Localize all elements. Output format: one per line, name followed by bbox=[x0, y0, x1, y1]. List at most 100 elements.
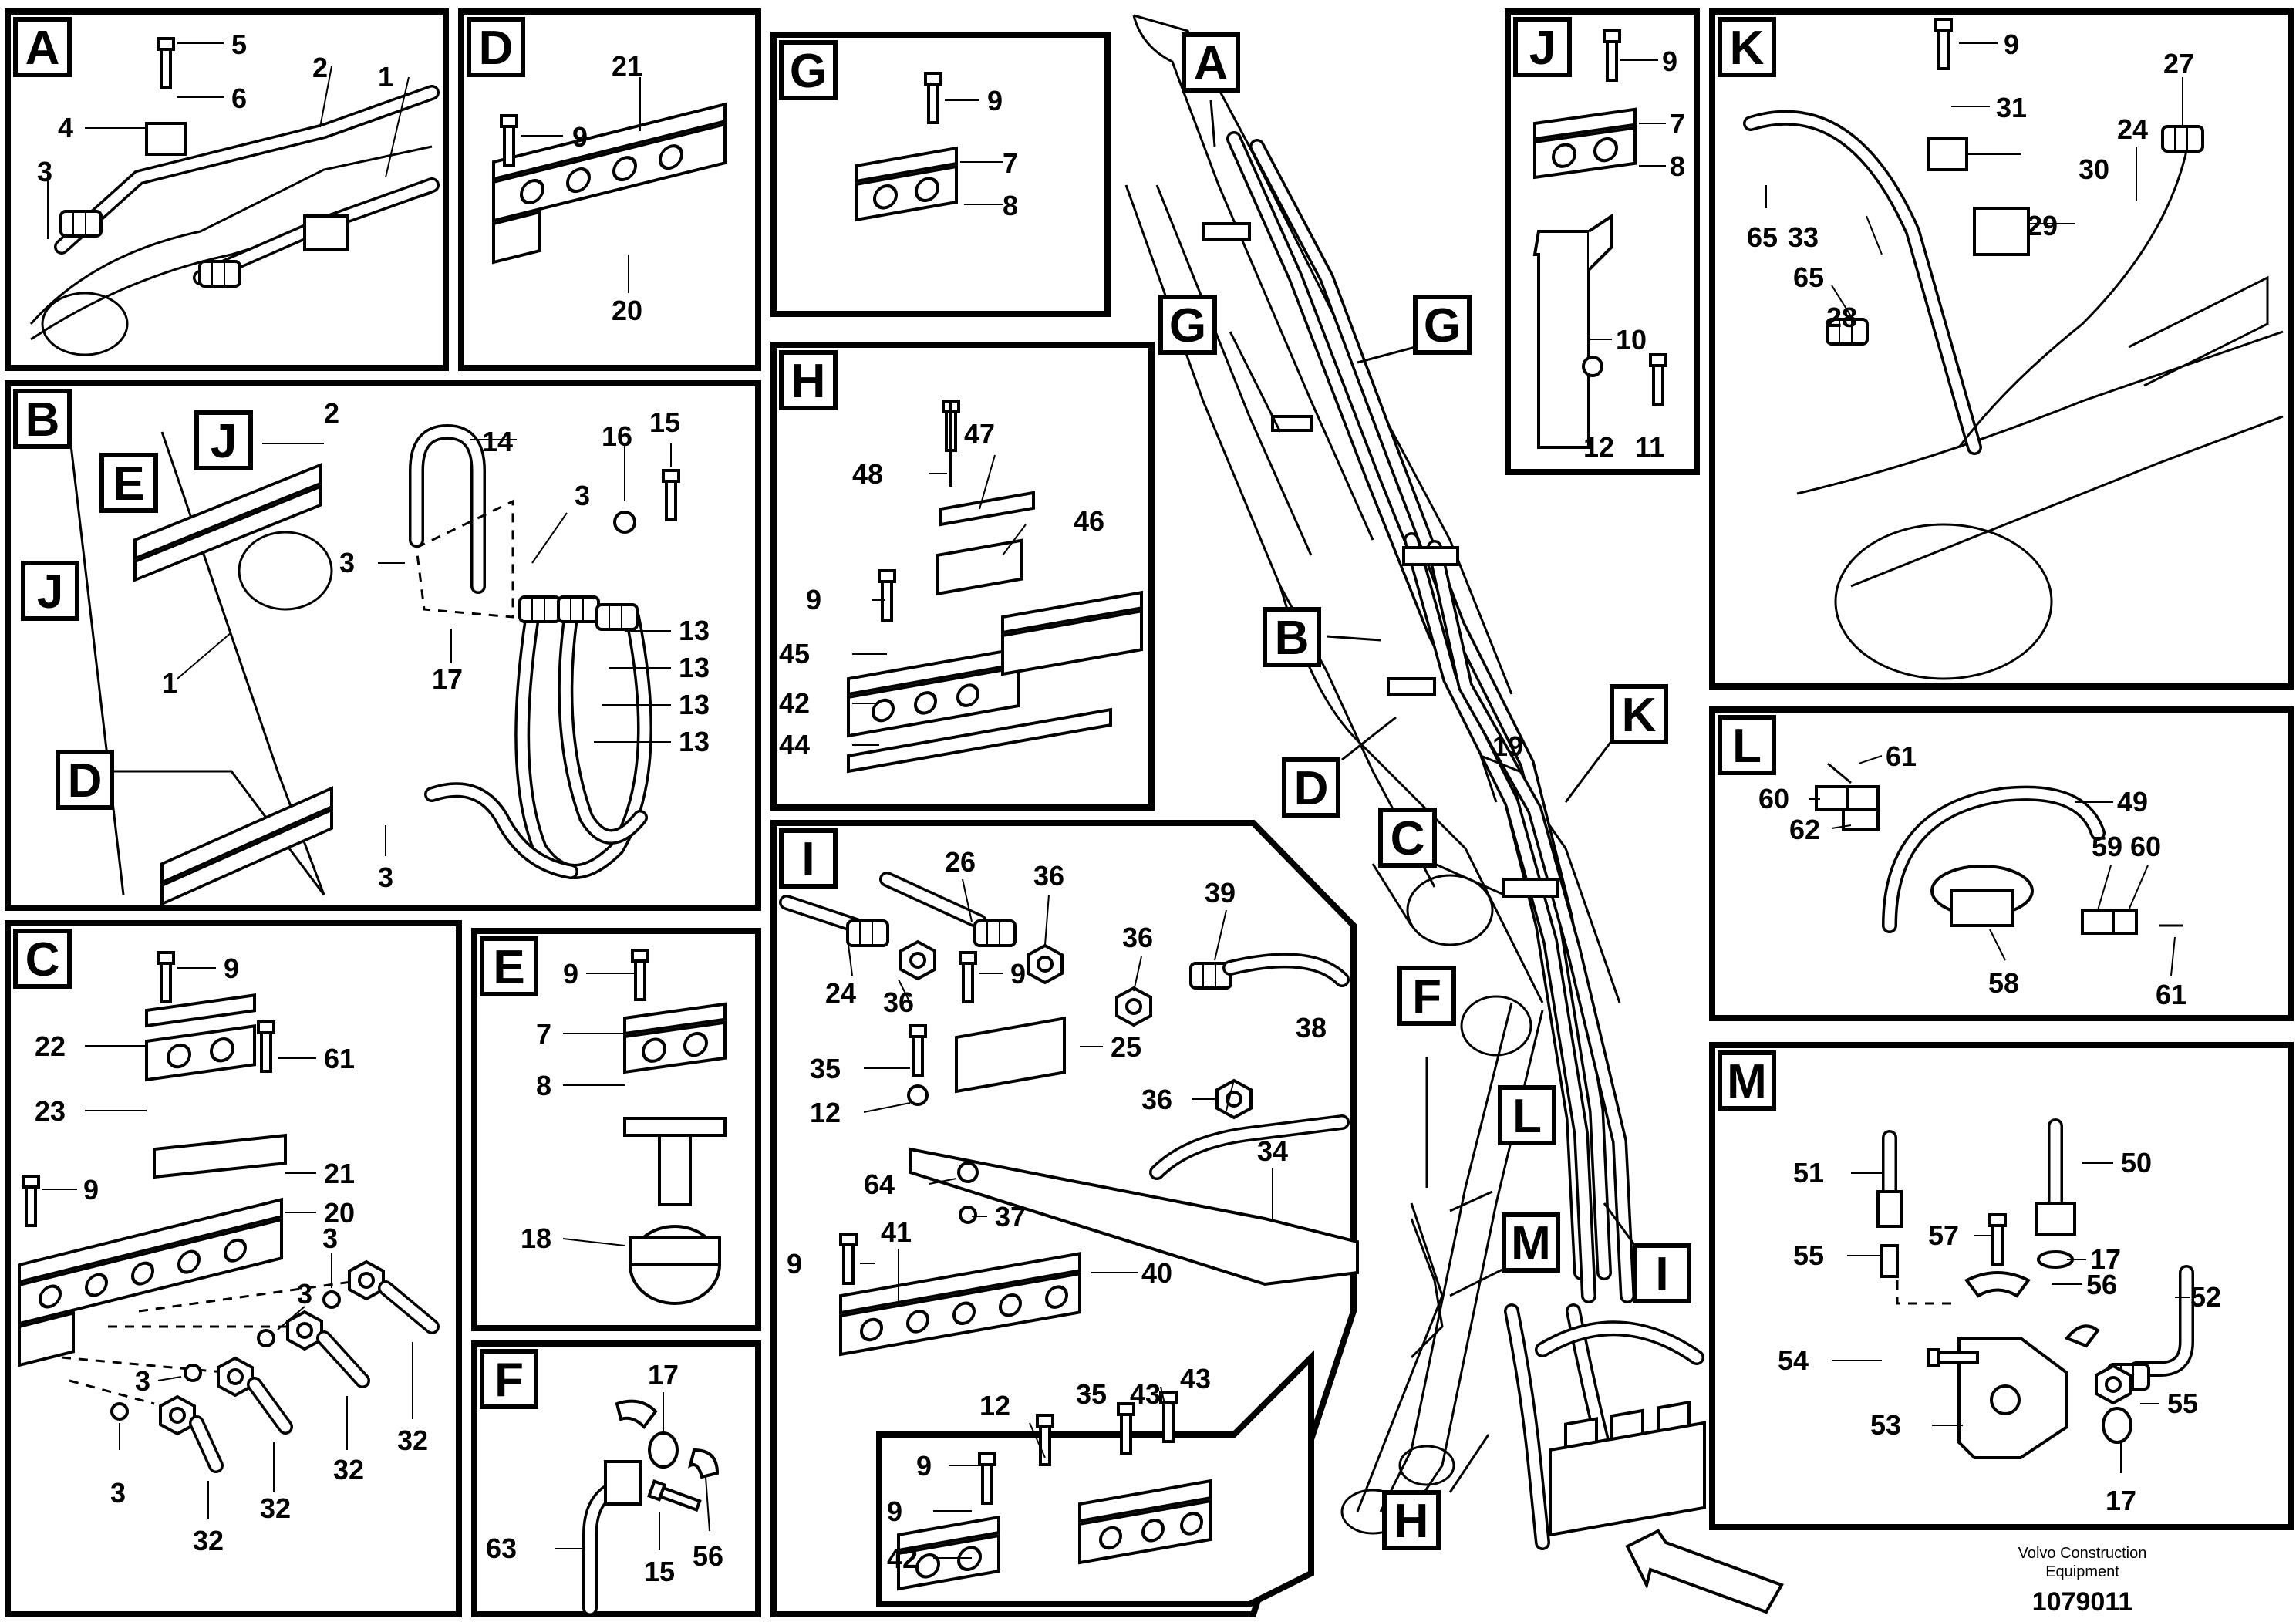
callout-number: 12 bbox=[1583, 431, 1614, 463]
callout-number: 2 bbox=[312, 52, 328, 83]
callout-number: 3 bbox=[297, 1278, 312, 1310]
overview-tag: G bbox=[1424, 299, 1461, 352]
callout-number: 14 bbox=[482, 426, 513, 457]
callout-number: 50 bbox=[2121, 1147, 2152, 1179]
overview-tag: H bbox=[1394, 1495, 1429, 1548]
callout-number: 3 bbox=[575, 480, 590, 511]
callout-number: 30 bbox=[2079, 153, 2109, 185]
panel-label: I bbox=[801, 833, 814, 886]
callout-number: 5 bbox=[231, 29, 247, 60]
overview-tag: L bbox=[1512, 1090, 1542, 1143]
callout-number: 54 bbox=[1778, 1344, 1809, 1376]
overview-tag: C bbox=[1391, 812, 1425, 865]
overview-tag: I bbox=[1655, 1248, 1668, 1301]
callout-number: 60 bbox=[1758, 783, 1789, 814]
callout-number: 33 bbox=[1788, 221, 1819, 253]
callout-number: 16 bbox=[602, 420, 632, 452]
callout-number: 39 bbox=[1205, 877, 1236, 909]
panel-label: F bbox=[494, 1354, 524, 1407]
callout-number: 42 bbox=[779, 687, 810, 719]
callout-number: 13 bbox=[679, 689, 710, 720]
callout-number: 4 bbox=[58, 112, 73, 143]
panel-g: G 9 7 8 bbox=[770, 32, 1111, 317]
callout-number: 7 bbox=[1003, 147, 1018, 179]
callout-number: 13 bbox=[679, 615, 710, 646]
callout-number: 1 bbox=[378, 61, 393, 93]
callout-number: 36 bbox=[1033, 860, 1064, 892]
callout-number: 53 bbox=[1870, 1409, 1901, 1441]
callout-number: 52 bbox=[2190, 1281, 2221, 1313]
callout-number: 9 bbox=[787, 1248, 802, 1280]
callout-number: 51 bbox=[1793, 1157, 1824, 1189]
panel-label: A bbox=[25, 22, 60, 75]
panel-e: E 9 7 8 18 bbox=[471, 928, 761, 1331]
callout-number: 17 bbox=[2090, 1243, 2121, 1275]
panel-m: M 51 50 57 55 17 56 bbox=[1709, 1042, 2294, 1530]
callout-number: 49 bbox=[2117, 786, 2148, 818]
callout-number: 9 bbox=[916, 1450, 932, 1482]
callout-number: 62 bbox=[1789, 814, 1820, 845]
panel-label: H bbox=[791, 355, 826, 408]
callout-number: 8 bbox=[1003, 190, 1018, 221]
callout-tag: D bbox=[68, 754, 103, 808]
overview-tag: F bbox=[1412, 970, 1441, 1023]
panel-i: I bbox=[770, 820, 1359, 1617]
callout-number: 15 bbox=[649, 406, 680, 438]
callout-number: 56 bbox=[693, 1540, 723, 1572]
callout-number: 28 bbox=[1826, 302, 1857, 333]
overview-callout: 19 bbox=[1492, 730, 1523, 762]
company-line1: Volvo Construction bbox=[2018, 1545, 2147, 1562]
callout-number: 15 bbox=[644, 1556, 675, 1587]
callout-number: 7 bbox=[1670, 108, 1685, 140]
callout-number: 44 bbox=[779, 729, 810, 760]
callout-number: 43 bbox=[1130, 1378, 1161, 1410]
callout-number: 8 bbox=[536, 1070, 551, 1101]
overview-tag: A bbox=[1194, 37, 1229, 90]
callout-number: 21 bbox=[612, 50, 642, 82]
callout-number: 9 bbox=[1662, 46, 1677, 77]
callout-number: 47 bbox=[964, 418, 995, 450]
callout-number: 42 bbox=[887, 1543, 918, 1574]
overview-tag: K bbox=[1622, 689, 1657, 742]
callout-number: 12 bbox=[810, 1097, 841, 1128]
callout-number: 61 bbox=[2156, 979, 2186, 1010]
callout-number: 3 bbox=[378, 862, 393, 893]
panel-a: A 5 6 4 2 1 3 bbox=[5, 8, 449, 371]
callout-number: 11 bbox=[1635, 431, 1664, 463]
panel-c: C bbox=[5, 920, 462, 1617]
panel-label: D bbox=[479, 22, 514, 75]
callout-number: 9 bbox=[2004, 29, 2019, 60]
panel-f: F 17 63 15 56 bbox=[471, 1340, 761, 1617]
callout-number: 9 bbox=[224, 953, 239, 984]
callout-number: 1 bbox=[162, 667, 177, 699]
callout-number: 65 bbox=[1793, 261, 1824, 293]
callout-number: 23 bbox=[35, 1095, 66, 1127]
panel-label: C bbox=[25, 933, 60, 986]
callout-number: 35 bbox=[810, 1053, 841, 1084]
callout-number: 61 bbox=[1886, 740, 1917, 772]
callout-number: 60 bbox=[2130, 831, 2161, 862]
footer: Volvo Construction Equipment 1079011 bbox=[2018, 1545, 2147, 1617]
callout-number: 29 bbox=[2027, 210, 2058, 241]
callout-number: 9 bbox=[563, 958, 578, 990]
callout-number: 46 bbox=[1074, 505, 1104, 537]
callout-number: 64 bbox=[864, 1168, 895, 1200]
panel-label: G bbox=[790, 45, 827, 98]
callout-number: 3 bbox=[135, 1365, 150, 1397]
callout-number: 20 bbox=[324, 1197, 355, 1229]
callout-number: 12 bbox=[979, 1390, 1010, 1421]
callout-number: 32 bbox=[333, 1454, 364, 1485]
callout-number: 45 bbox=[779, 638, 810, 669]
callout-number: 20 bbox=[612, 295, 642, 326]
callout-number: 9 bbox=[887, 1496, 902, 1527]
callout-number: 17 bbox=[2106, 1485, 2136, 1516]
callout-number: 31 bbox=[1996, 92, 2027, 123]
callout-number: 2 bbox=[324, 397, 339, 429]
callout-number: 18 bbox=[521, 1222, 551, 1254]
callout-number: 48 bbox=[852, 458, 883, 490]
panel-d: D 21 9 20 bbox=[458, 8, 761, 371]
callout-number: 25 bbox=[1111, 1031, 1141, 1063]
callout-number: 63 bbox=[486, 1533, 517, 1564]
company-line2: Equipment bbox=[2045, 1563, 2119, 1580]
